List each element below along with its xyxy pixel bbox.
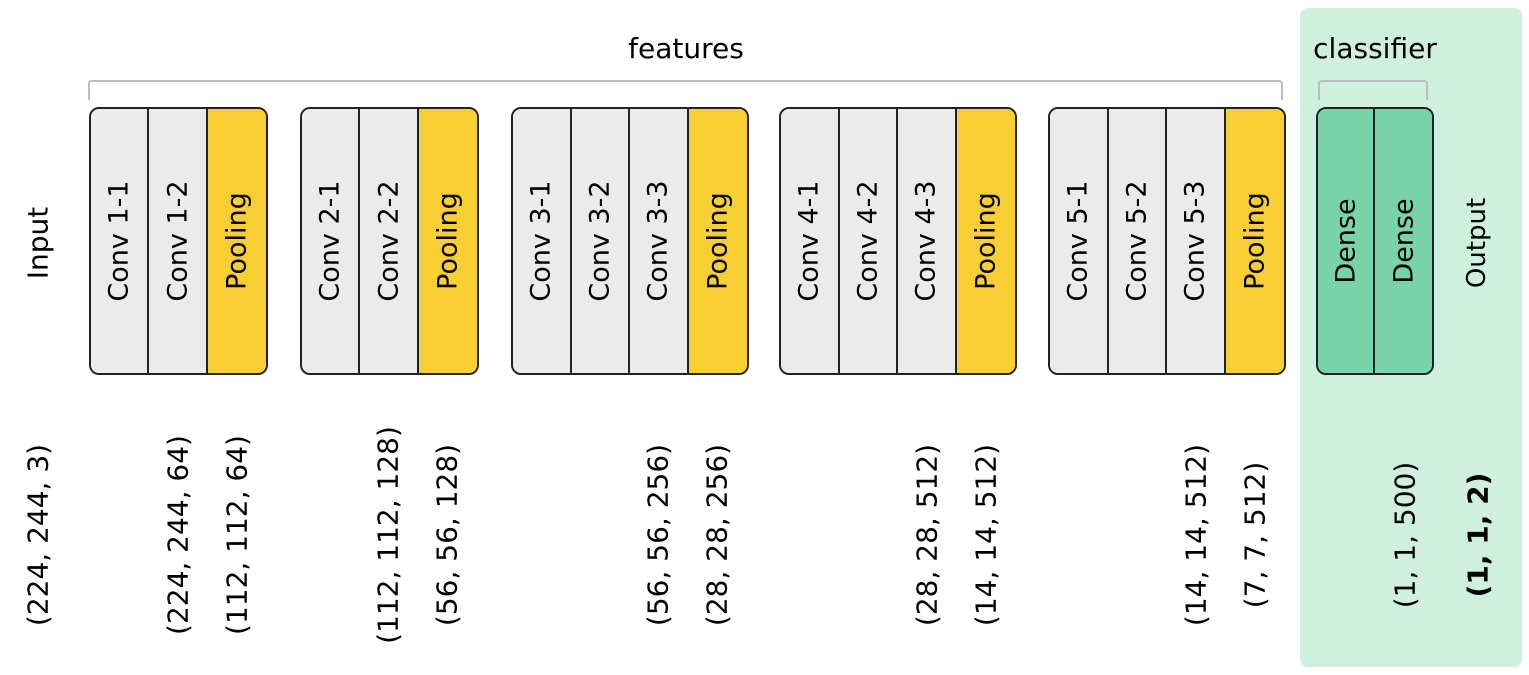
pooling-layer: Pooling [1225,109,1284,373]
pooling-layer: Pooling [688,109,747,373]
conv-block-4: Conv 4-1 Conv 4-2 Conv 4-3 Pooling [779,107,1017,375]
layer-label: Conv 5-3 [1179,180,1211,302]
layer-label: Conv 4-1 [793,180,825,302]
conv-layer: Conv 5-3 [1167,109,1226,373]
classifier-block: Dense Dense [1316,107,1434,375]
output-label: Output [1462,197,1492,289]
conv-layer: Conv 1-2 [149,109,208,373]
layer-label: Conv 1-1 [103,180,135,302]
tensor-shape-label: (56, 56, 128) [430,443,464,627]
layer-label: Conv 5-1 [1062,180,1094,302]
layer-label: Conv 3-2 [584,180,616,302]
layer-label: Pooling [970,192,1002,290]
layer-label: Pooling [221,192,253,290]
features-title: features [628,32,744,65]
layer-label: Dense [1388,198,1419,284]
classifier-title: classifier [1313,32,1437,65]
conv-layer: Conv 2-2 [360,109,419,373]
tensor-shape-label: (28, 28, 256) [700,443,734,627]
layer-label: Conv 4-2 [852,180,884,302]
layer-label: Conv 3-3 [642,180,674,302]
input-label: Input [21,206,55,280]
conv-layer: Conv 4-1 [781,109,840,373]
conv-block-2: Conv 2-1 Conv 2-2 Pooling [300,107,479,375]
tensor-shape-label: (112, 112, 64) [220,435,254,635]
conv-layer: Conv 3-3 [630,109,689,373]
conv-layer: Conv 4-3 [898,109,957,373]
layer-label: Conv 4-3 [910,180,942,302]
layer-label: Pooling [1239,192,1271,290]
tensor-shape-label: (1, 1, 2) [1461,472,1495,598]
conv-layer: Conv 2-1 [302,109,361,373]
layer-label: Conv 1-2 [162,180,194,302]
tensor-shape-label: (56, 56, 256) [641,443,675,627]
tensor-shape-label: (14, 14, 512) [969,443,1003,627]
tensor-shape-label: (1, 1, 500) [1388,461,1422,609]
pooling-layer: Pooling [207,109,266,373]
layer-label: Conv 5-2 [1121,180,1153,302]
tensor-shape-label: (224, 244, 64) [161,435,195,635]
conv-layer: Conv 3-2 [571,109,630,373]
layer-label: Pooling [432,192,464,290]
conv-block-5: Conv 5-1 Conv 5-2 Conv 5-3 Pooling [1048,107,1286,375]
features-bracket [88,80,1283,100]
dense-layer: Dense [1318,109,1376,373]
conv-layer: Conv 1-1 [91,109,150,373]
conv-layer: Conv 3-1 [513,109,572,373]
pooling-layer: Pooling [956,109,1015,373]
layer-label: Conv 3-1 [525,180,557,302]
conv-layer: Conv 4-2 [839,109,898,373]
tensor-shape-label: (112, 112, 128) [371,426,405,644]
tensor-shape-label: (14, 14, 512) [1179,443,1213,627]
conv-layer: Conv 5-1 [1050,109,1109,373]
tensor-shape-label: (224, 244, 3) [21,443,55,627]
tensor-shape-label: (28, 28, 512) [910,443,944,627]
layer-label: Pooling [702,192,734,290]
tensor-shape-label: (7, 7, 512) [1238,461,1272,609]
pooling-layer: Pooling [418,109,477,373]
conv-block-1: Conv 1-1 Conv 1-2 Pooling [89,107,268,375]
layer-label: Conv 2-2 [373,180,405,302]
conv-layer: Conv 5-2 [1108,109,1167,373]
layer-label: Conv 2-1 [314,180,346,302]
layer-label: Dense [1330,198,1361,284]
conv-block-3: Conv 3-1 Conv 3-2 Conv 3-3 Pooling [511,107,749,375]
dense-layer: Dense [1375,109,1432,373]
classifier-bracket [1318,80,1428,100]
